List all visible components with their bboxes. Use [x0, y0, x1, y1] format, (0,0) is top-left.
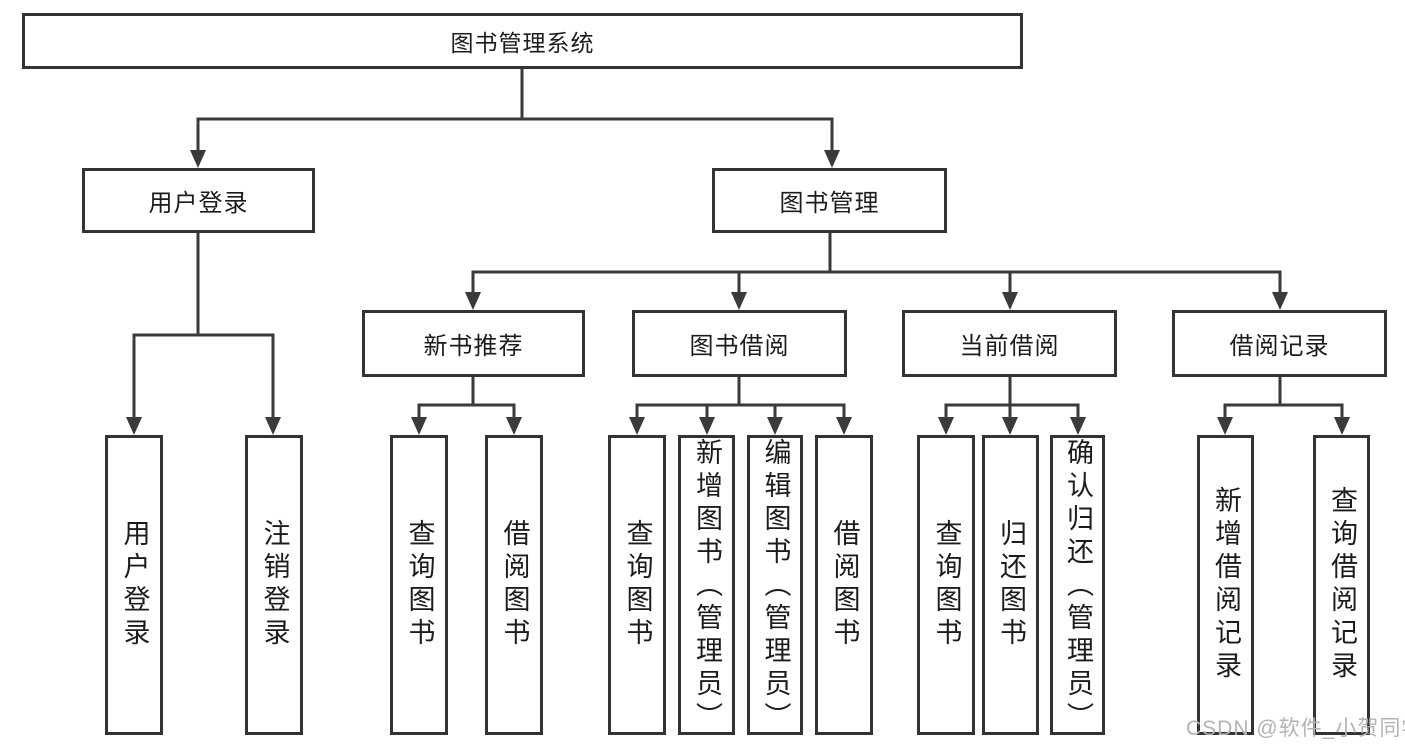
leaf-query-books-1-label: 查询图书: [404, 519, 435, 651]
node-book-borrow-label: 图书借阅: [689, 333, 790, 360]
leaf-query-books-1: 查询图书: [390, 435, 448, 735]
leaf-borrow-books-2: 借阅图书: [815, 435, 873, 735]
leaf-user-login: 用户登录: [105, 435, 163, 735]
node-new-books: 新书推荐: [362, 310, 585, 377]
node-new-books-label: 新书推荐: [423, 333, 524, 360]
edge-current-borrow-to-leaves: [938, 377, 1086, 435]
node-book-mgmt: 图书管理: [712, 168, 947, 233]
leaf-borrow-books-1-label: 借阅图书: [499, 519, 530, 651]
node-user-login: 用户登录: [82, 168, 315, 233]
edge-root-to-level1: [190, 69, 840, 168]
leaf-confirm-return-admin: 确认归还（管理员）: [1050, 435, 1105, 735]
leaf-logout: 注销登录: [245, 435, 303, 735]
leaf-add-books-admin-label: 新增图书（管理员）: [692, 438, 722, 735]
leaf-query-books-3: 查询图书: [917, 435, 975, 735]
leaf-add-borrow-record-label: 新增借阅记录: [1211, 486, 1241, 684]
leaf-borrow-books-1: 借阅图书: [485, 435, 543, 735]
leaf-query-books-2: 查询图书: [608, 435, 666, 735]
leaf-return-books-label: 归还图书: [996, 519, 1026, 651]
node-root-label: 图书管理系统: [450, 30, 595, 56]
edge-borrow-records-to-leaves: [1217, 377, 1350, 435]
leaf-add-books-admin: 新增图书（管理员）: [678, 435, 735, 735]
leaf-logout-label: 注销登录: [259, 519, 290, 651]
node-user-login-label: 用户登录: [148, 190, 249, 217]
node-root: 图书管理系统: [22, 13, 1023, 69]
leaf-query-borrow-record-label: 查询借阅记录: [1327, 486, 1357, 684]
leaf-edit-books-admin-label: 编辑图书（管理员）: [760, 438, 791, 735]
edge-user-login-to-leaves: [126, 233, 281, 435]
watermark: CSDN @软件_小贺同学: [1186, 717, 1405, 740]
edge-book-borrow-to-leaves: [629, 377, 852, 435]
leaf-borrow-books-2-label: 借阅图书: [829, 519, 860, 651]
node-borrow-records: 借阅记录: [1172, 310, 1387, 377]
node-current-borrow: 当前借阅: [902, 310, 1117, 377]
leaf-edit-books-admin: 编辑图书（管理员）: [747, 435, 803, 735]
node-book-mgmt-label: 图书管理: [779, 190, 880, 217]
leaf-query-books-3-label: 查询图书: [931, 519, 962, 651]
leaf-query-books-2-label: 查询图书: [622, 519, 653, 651]
leaf-user-login-label: 用户登录: [119, 519, 150, 651]
edge-new-books-to-leaves: [411, 377, 522, 435]
leaf-add-borrow-record: 新增借阅记录: [1197, 435, 1254, 735]
node-book-borrow: 图书借阅: [632, 310, 847, 377]
node-current-borrow-label: 当前借阅: [959, 333, 1060, 360]
node-borrow-records-label: 借阅记录: [1229, 333, 1330, 360]
leaf-confirm-return-admin-label: 确认归还（管理员）: [1063, 438, 1093, 735]
edge-book-mgmt-to-level2: [465, 233, 1288, 310]
leaf-return-books: 归还图书: [982, 435, 1039, 735]
leaf-query-borrow-record: 查询借阅记录: [1313, 435, 1370, 735]
